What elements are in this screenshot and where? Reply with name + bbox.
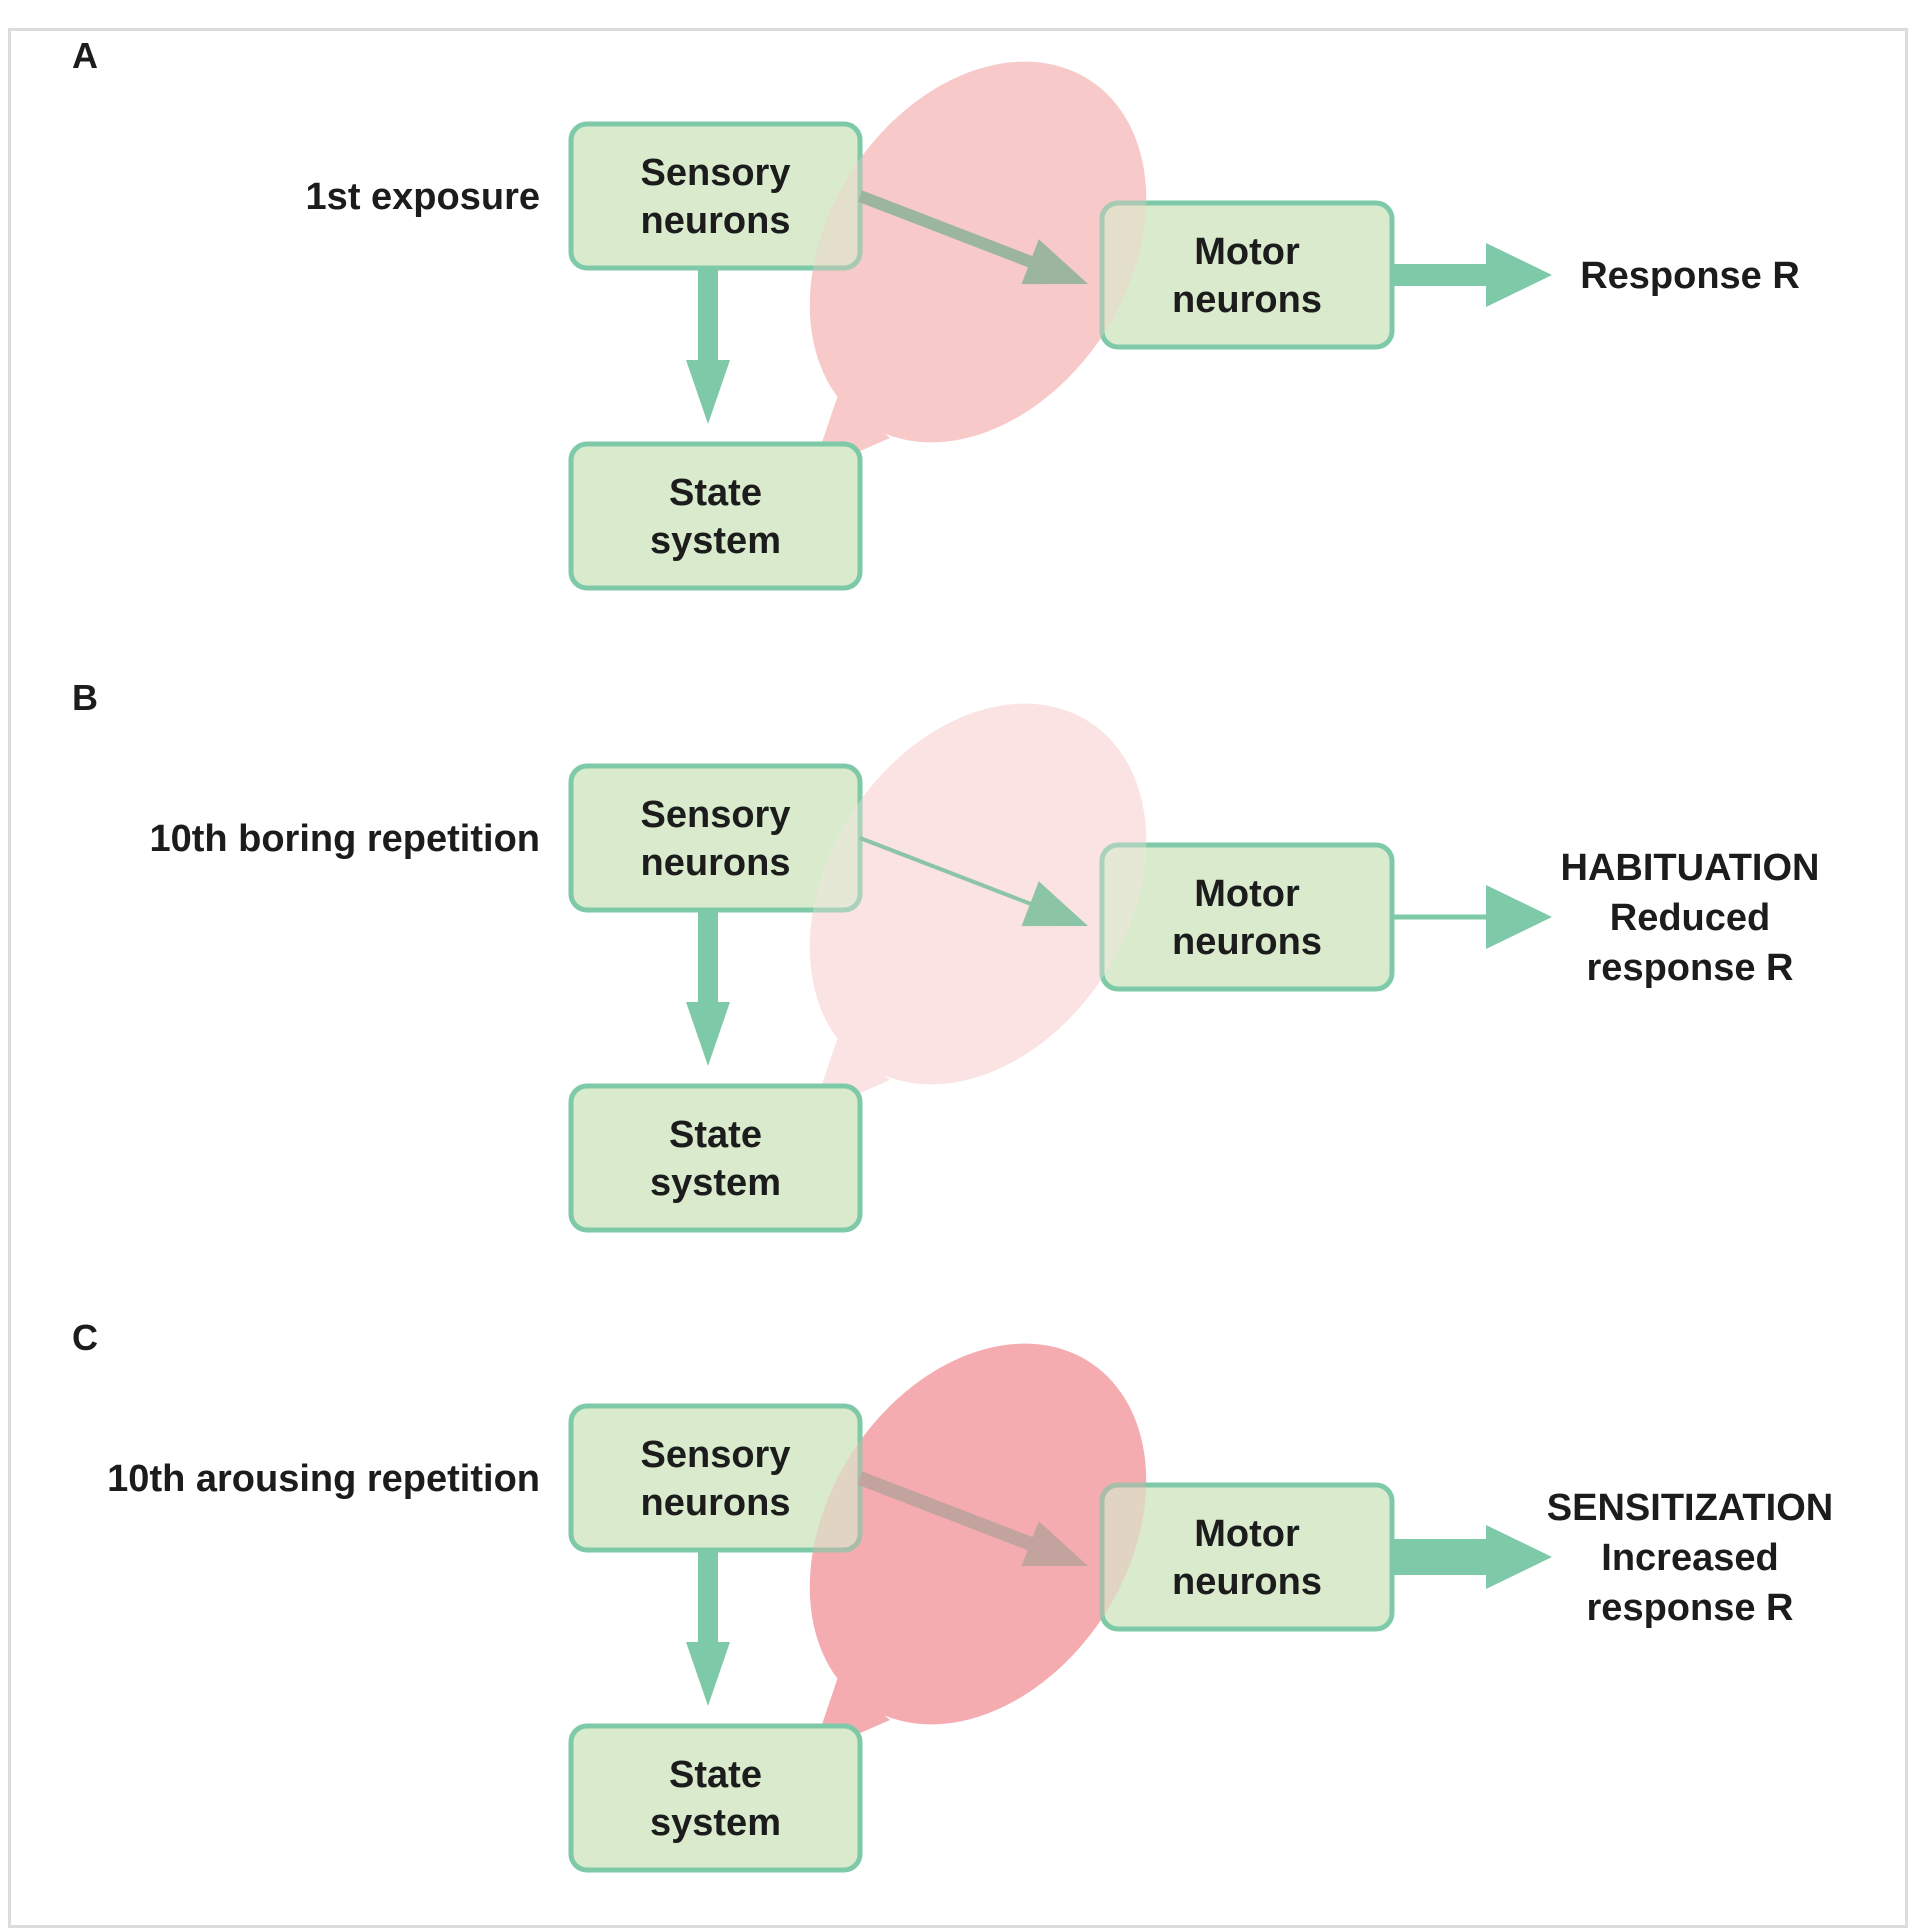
clipped-caption	[60, 1896, 1300, 1906]
arousal-ellipse	[809, 1343, 1147, 1725]
motor-neurons-box: Motor neurons	[1099, 842, 1395, 992]
state-system-box-label-line: system	[650, 520, 781, 562]
state-system-box-shape	[568, 1083, 863, 1233]
arousal-overlay-ellipse	[809, 1343, 1147, 1725]
sensory-to-motor-arrow	[857, 190, 1088, 285]
arrow-shaft	[857, 1471, 1035, 1551]
condition-label: 10th boring repetition	[149, 818, 540, 860]
motor-neurons-box-label-line: neurons	[1172, 921, 1322, 963]
arrow-head	[1021, 1521, 1088, 1567]
condition-label: 10th arousing repetition	[107, 1458, 540, 1500]
motor-neurons-box-label-line: Motor	[1194, 1513, 1300, 1555]
state-system-box-shape	[568, 441, 863, 591]
sensory-to-state-arrow	[686, 910, 730, 1066]
motor-neurons-box-shape	[1099, 1482, 1395, 1632]
arousal-overlay	[809, 61, 1147, 443]
panel-letter: A	[72, 35, 98, 76]
state-system-box-label-line: system	[650, 1162, 781, 1204]
state-system-box: State system	[568, 1083, 863, 1233]
state-system-box-shape	[568, 1723, 863, 1873]
sensory-neurons-box-label-line: Sensory	[641, 1434, 791, 1476]
sensory-neurons-box-label-line: neurons	[641, 1482, 791, 1524]
arrow-shaft	[857, 190, 1035, 268]
arrow-head	[1021, 239, 1088, 285]
state-system-box-label-line: State	[669, 1114, 762, 1156]
panel-b: B 10th boring repetition Sensory neuronsSta…	[72, 677, 1820, 1233]
arousal-overlay	[809, 703, 1147, 1085]
arousal-overlay	[809, 1343, 1147, 1725]
arrow-head	[686, 1002, 730, 1066]
outcome-label: Response R	[1580, 255, 1800, 297]
sensory-neurons-box: Sensory neurons	[568, 121, 863, 271]
sensory-neurons-box: Sensory neurons	[568, 763, 863, 913]
motor-neurons-box: Motor neurons	[1099, 1482, 1395, 1632]
sensory-to-state-arrow	[686, 1550, 730, 1706]
sensory-to-motor-arrow	[859, 836, 1088, 927]
motor-neurons-box-label-line: neurons	[1172, 1561, 1322, 1603]
arrow-head	[686, 360, 730, 424]
sensory-neurons-box-label-line: Sensory	[641, 794, 791, 836]
motor-neurons-box-shape	[1099, 842, 1395, 992]
outcome-label: HABITUATION	[1561, 847, 1820, 889]
state-system-box-label-line: State	[669, 1754, 762, 1796]
sensory-neurons-box-label-line: neurons	[641, 842, 791, 884]
arrow-head	[1486, 1525, 1552, 1589]
outcome-detail: response R	[1587, 1587, 1794, 1629]
state-system-box-label-line: system	[650, 1802, 781, 1844]
outcome-label: SENSITIZATION	[1547, 1487, 1833, 1529]
sensory-to-state-arrow	[686, 268, 730, 424]
sensory-neurons-box-label-line: Sensory	[641, 152, 791, 194]
panel-letter: C	[72, 1317, 98, 1358]
arrow-head	[686, 1642, 730, 1706]
arrow-shaft	[859, 836, 1033, 907]
state-system-box: State system	[568, 441, 863, 591]
motor-neurons-box-label-line: Motor	[1194, 231, 1300, 273]
arousal-ellipse	[809, 61, 1147, 443]
arrow-head	[1021, 881, 1088, 927]
sensory-to-motor-arrow	[857, 1471, 1088, 1567]
sensory-neurons-box-shape	[568, 763, 863, 913]
motor-to-response-arrow	[1392, 885, 1552, 949]
outcome-detail: Increased	[1601, 1537, 1778, 1579]
arrow-head	[1486, 243, 1552, 307]
arousal-overlay-ellipse	[809, 61, 1147, 443]
motor-neurons-box-label-line: neurons	[1172, 279, 1322, 321]
outcome-detail: response R	[1587, 947, 1794, 989]
sensory-neurons-box-label-line: neurons	[641, 200, 791, 242]
motor-to-response-arrow	[1392, 243, 1552, 307]
motor-neurons-box: Motor neurons	[1099, 200, 1395, 350]
sensory-neurons-box: Sensory neurons	[568, 1403, 863, 1553]
motor-to-response-arrow	[1392, 1525, 1552, 1589]
arrow-head	[1486, 885, 1552, 949]
motor-neurons-box-label-line: Motor	[1194, 873, 1300, 915]
arousal-ellipse	[809, 703, 1147, 1085]
outcome-detail: Reduced	[1610, 897, 1770, 939]
sensory-neurons-box-shape	[568, 1403, 863, 1553]
panel-letter: B	[72, 677, 98, 718]
state-system-box: State system	[568, 1723, 863, 1873]
sensory-neurons-box-shape	[568, 121, 863, 271]
condition-label: 1st exposure	[306, 176, 540, 218]
arousal-overlay-ellipse	[809, 703, 1147, 1085]
motor-neurons-box-shape	[1099, 200, 1395, 350]
state-system-box-label-line: State	[669, 472, 762, 514]
